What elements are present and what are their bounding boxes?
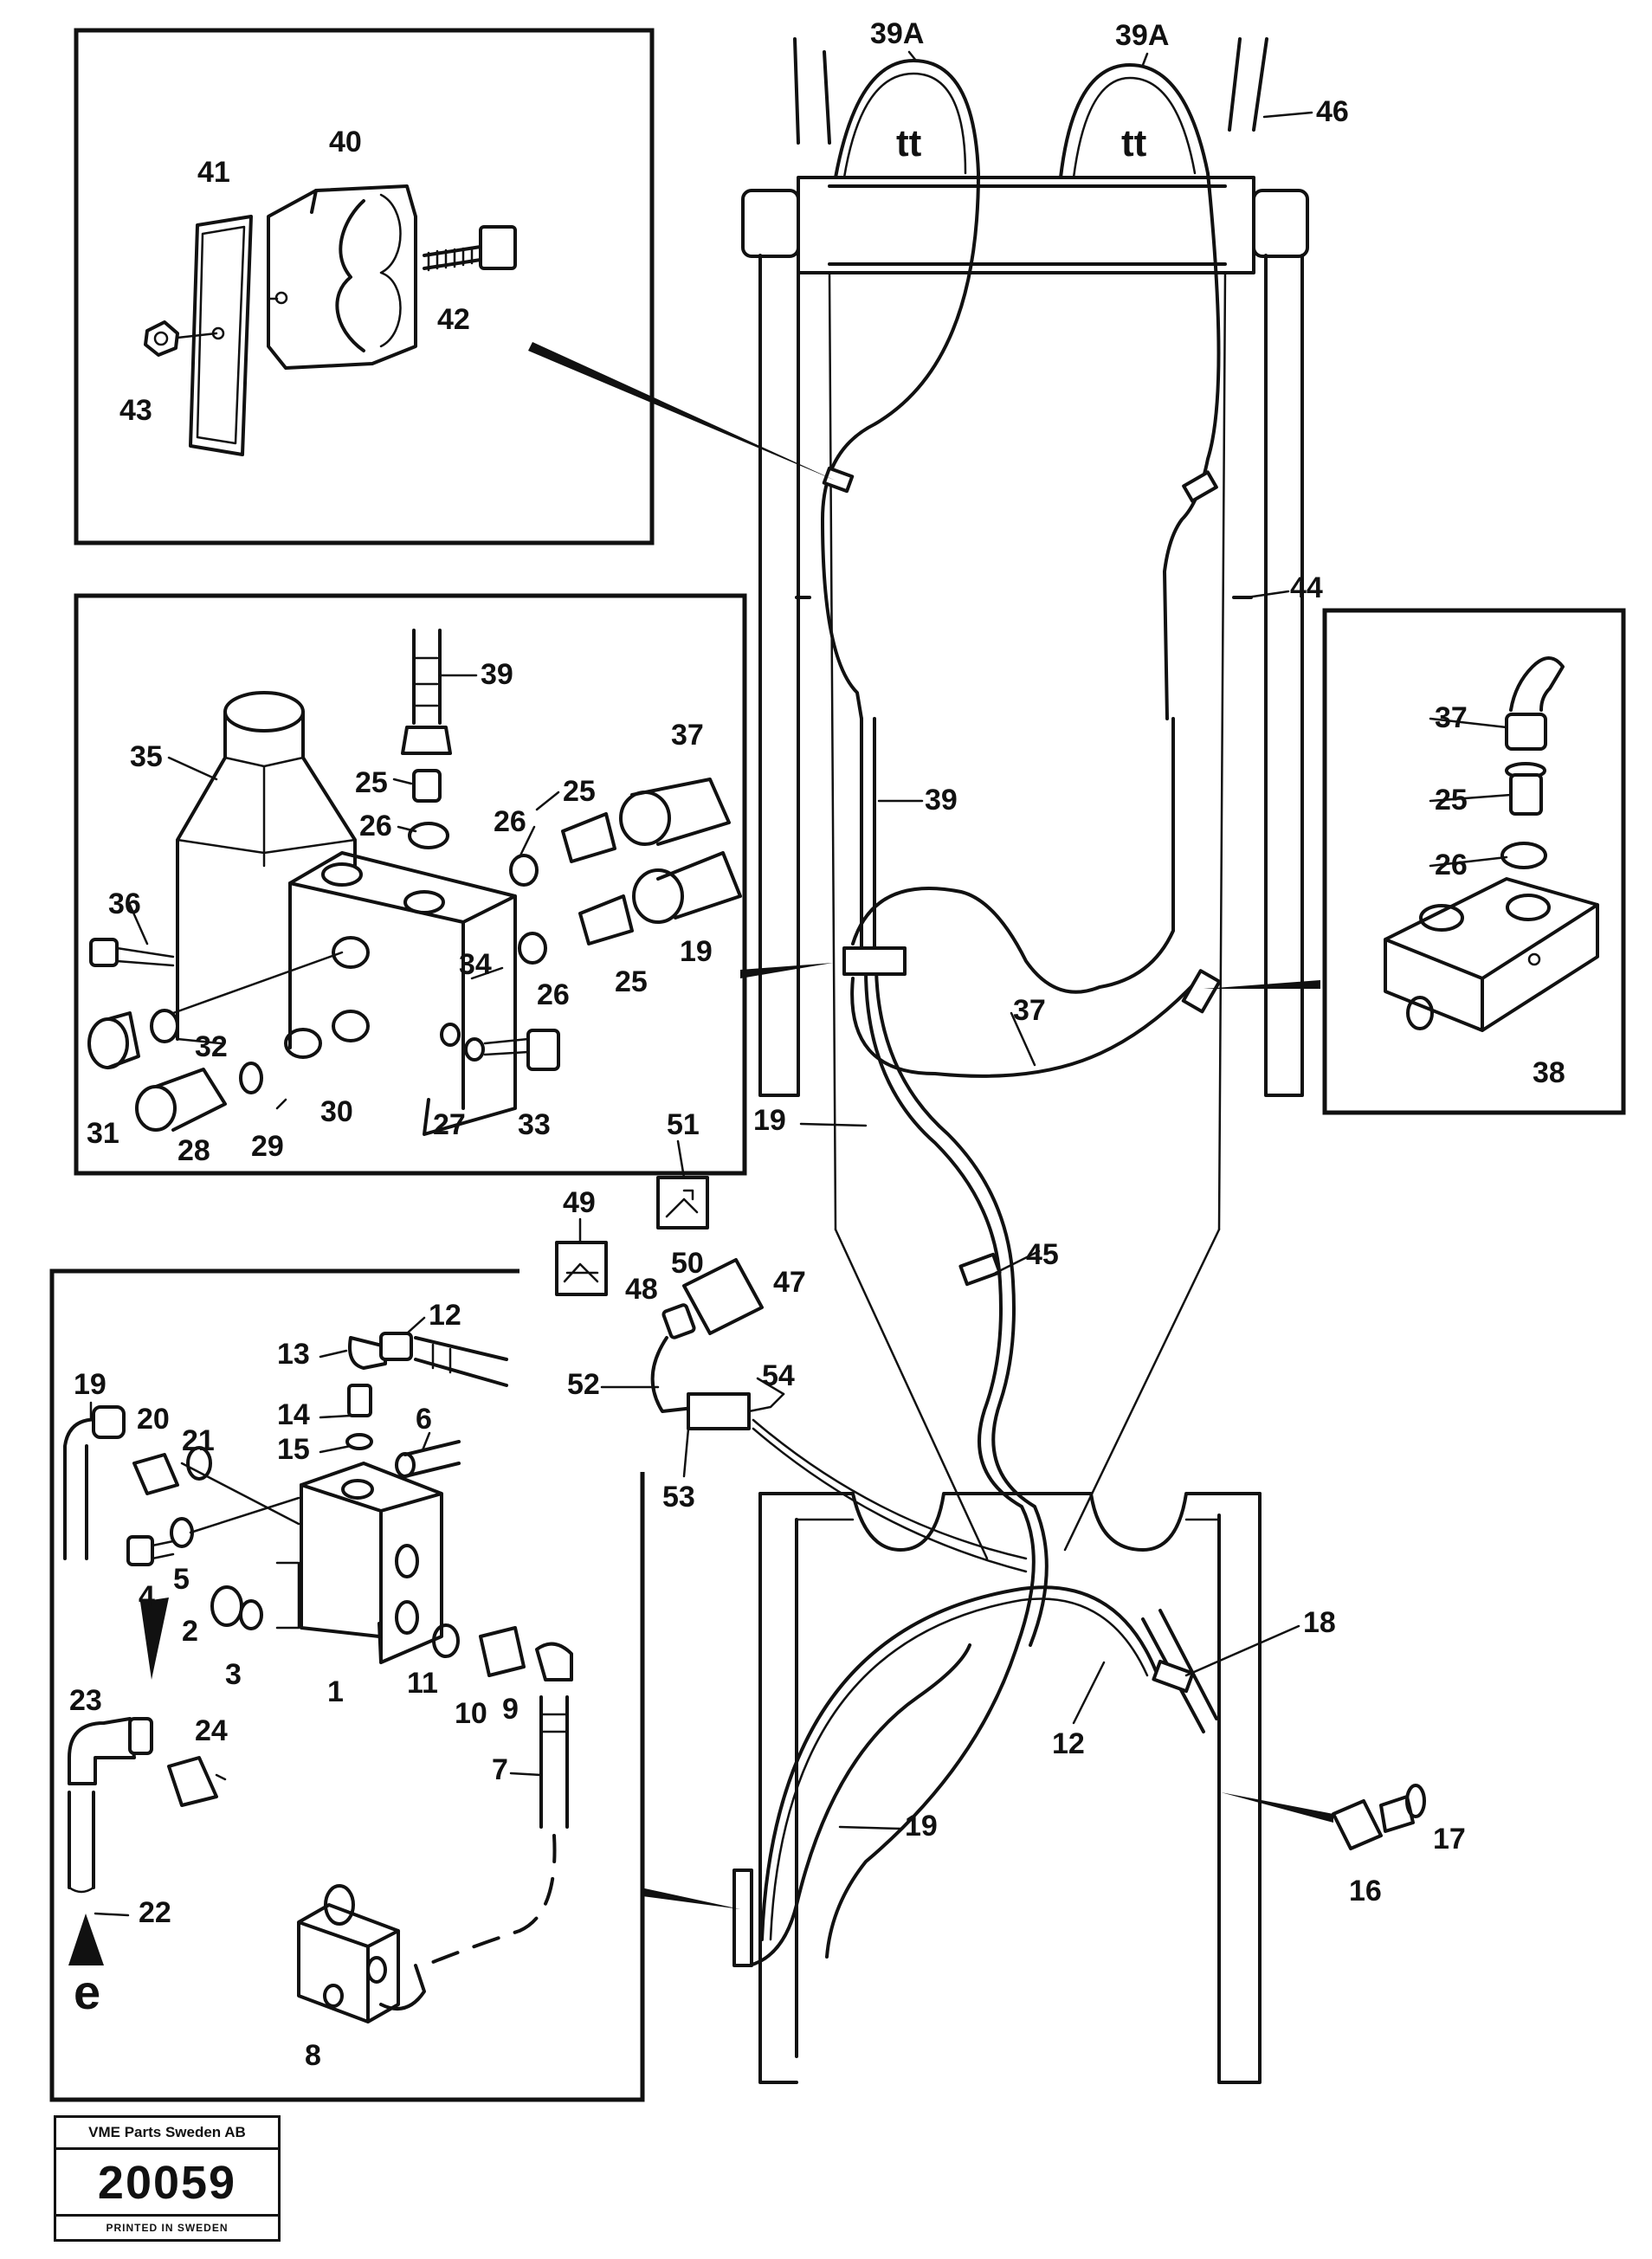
label-19-box: 19 bbox=[680, 935, 713, 968]
title-block: VME Parts Sweden AB 20059 PRINTED IN SWE… bbox=[54, 2115, 281, 2242]
switch-assembly bbox=[650, 1258, 785, 1430]
label-25-b: 25 bbox=[563, 775, 596, 808]
label-14: 14 bbox=[277, 1398, 310, 1431]
label-12-box: 12 bbox=[429, 1299, 461, 1332]
label-17: 17 bbox=[1433, 1823, 1466, 1856]
label-20: 20 bbox=[137, 1403, 170, 1436]
label-46: 46 bbox=[1316, 95, 1349, 128]
detail-box-valve-block bbox=[74, 593, 747, 1176]
label-11: 11 bbox=[407, 1667, 438, 1700]
label-25-c: 25 bbox=[615, 965, 648, 998]
label-31: 31 bbox=[87, 1117, 119, 1150]
label-39A-left: 39A bbox=[870, 17, 924, 50]
label-15: 15 bbox=[277, 1433, 310, 1466]
label-4: 4 bbox=[139, 1580, 155, 1613]
label-49: 49 bbox=[563, 1186, 596, 1219]
label-12-rear: 12 bbox=[1052, 1727, 1085, 1760]
label-8: 8 bbox=[305, 2039, 321, 2072]
label-25-a: 25 bbox=[355, 766, 388, 799]
label-42: 42 bbox=[437, 303, 470, 336]
label-5: 5 bbox=[173, 1563, 190, 1596]
detail-box-brake-valve bbox=[49, 1268, 645, 2102]
label-23: 23 bbox=[69, 1684, 102, 1717]
label-43: 43 bbox=[119, 394, 152, 427]
label-16: 16 bbox=[1349, 1875, 1382, 1907]
drawing-number: 20059 bbox=[97, 2157, 237, 2209]
label-10: 10 bbox=[455, 1697, 487, 1730]
label-26-c: 26 bbox=[537, 978, 570, 1011]
label-37-box: 37 bbox=[671, 719, 704, 752]
decal-49-icon bbox=[555, 1241, 608, 1296]
chassis-frame bbox=[741, 37, 1309, 2084]
label-26-b: 26 bbox=[494, 805, 526, 838]
label-36: 36 bbox=[108, 887, 141, 920]
label-29: 29 bbox=[251, 1130, 284, 1163]
label-24: 24 bbox=[195, 1714, 228, 1747]
label-7: 7 bbox=[492, 1753, 508, 1786]
label-38: 38 bbox=[1533, 1056, 1565, 1089]
label-44: 44 bbox=[1290, 571, 1323, 604]
label-39-top: 39 bbox=[481, 658, 513, 691]
fitting-16-17 bbox=[1332, 1784, 1426, 1850]
label-22: 22 bbox=[139, 1896, 171, 1929]
label-26-a: 26 bbox=[359, 810, 392, 842]
label-35: 35 bbox=[130, 740, 163, 773]
label-47: 47 bbox=[773, 1266, 806, 1299]
printed-note: PRINTED IN SWEDEN bbox=[56, 2214, 278, 2239]
label-53: 53 bbox=[662, 1481, 695, 1514]
company-name: VME Parts Sweden AB bbox=[56, 2118, 278, 2150]
label-6: 6 bbox=[416, 1403, 432, 1436]
leader-lines bbox=[89, 50, 1513, 1917]
label-3: 3 bbox=[225, 1658, 242, 1691]
detail-box-clamp bbox=[74, 28, 655, 545]
label-37-right: 37 bbox=[1435, 701, 1468, 734]
label-40: 40 bbox=[329, 126, 362, 158]
label-50: 50 bbox=[671, 1247, 704, 1280]
part-labels: 39A 39A tt tt 46 44 39 37 19 45 18 12 19… bbox=[69, 17, 1565, 2072]
label-33: 33 bbox=[518, 1108, 551, 1141]
label-tt-left: tt bbox=[896, 122, 922, 165]
decal-51-icon bbox=[656, 1176, 709, 1230]
label-13: 13 bbox=[277, 1338, 310, 1371]
label-28: 28 bbox=[177, 1134, 210, 1167]
label-48: 48 bbox=[625, 1273, 658, 1306]
label-18: 18 bbox=[1303, 1606, 1336, 1639]
label-21: 21 bbox=[182, 1424, 215, 1457]
label-54: 54 bbox=[762, 1359, 795, 1392]
label-2: 2 bbox=[182, 1615, 198, 1648]
label-19-box-d: 19 bbox=[74, 1368, 106, 1401]
label-39-center: 39 bbox=[925, 784, 958, 816]
label-19-rear: 19 bbox=[905, 1810, 938, 1843]
label-e: e bbox=[74, 1965, 100, 2019]
label-34: 34 bbox=[459, 948, 492, 981]
label-19-center: 19 bbox=[753, 1104, 786, 1137]
label-51: 51 bbox=[667, 1108, 700, 1141]
label-41: 41 bbox=[197, 156, 230, 189]
label-30: 30 bbox=[320, 1095, 353, 1128]
label-39A-right: 39A bbox=[1115, 19, 1169, 52]
label-37-center: 37 bbox=[1013, 994, 1046, 1027]
label-27: 27 bbox=[433, 1108, 466, 1141]
label-9: 9 bbox=[502, 1693, 519, 1726]
label-32: 32 bbox=[195, 1030, 228, 1063]
detail-pointers bbox=[528, 342, 1333, 1909]
label-52: 52 bbox=[567, 1368, 600, 1401]
label-1: 1 bbox=[327, 1675, 344, 1708]
hose-routing bbox=[732, 59, 1253, 1967]
detail-box-distributor bbox=[1322, 608, 1626, 1115]
label-tt-right: tt bbox=[1121, 122, 1147, 165]
